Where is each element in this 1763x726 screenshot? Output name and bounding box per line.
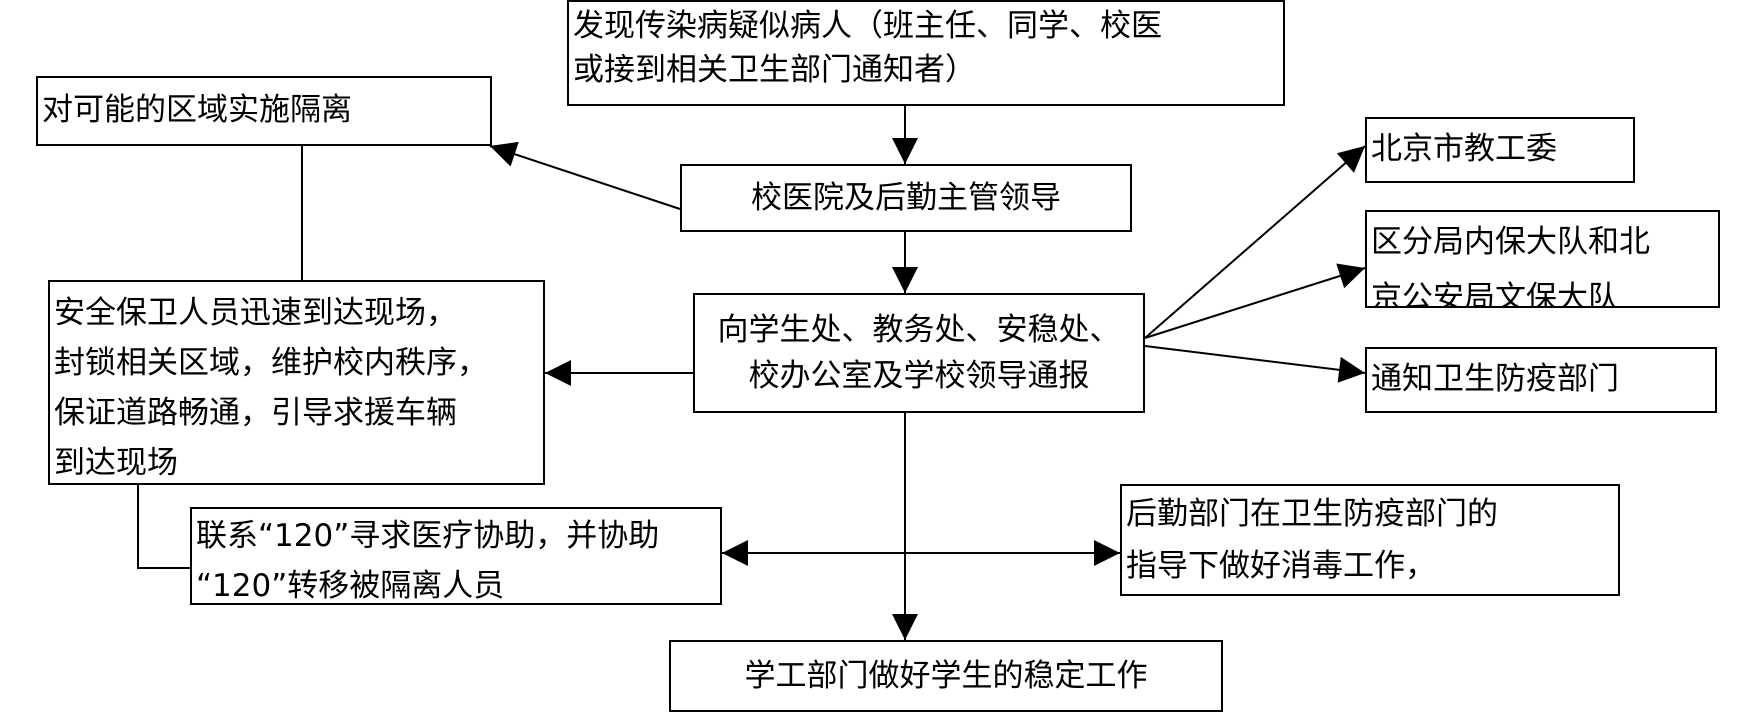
arrow-offices-to-health-dept	[1144, 345, 1366, 383]
beijing-edu-line-1: 北京市教工委	[1371, 131, 1557, 167]
isolate-area-line-1: 对可能的区域实施隔离	[42, 92, 352, 128]
box-contact-120: 联系“120”寻求医疗协助，并协助 “120”转移被隔离人员	[190, 507, 722, 605]
health-dept-line-1: 通知卫生防疫部门	[1371, 361, 1619, 397]
discover-line-1: 发现传染病疑似病人（班主任、同学、校医	[573, 8, 1162, 44]
police-line-1: 区分局内保大队和北	[1371, 224, 1650, 260]
box-student-work-stability: 学工部门做好学生的稳定工作	[669, 640, 1223, 712]
box-notify-health-dept: 通知卫生防疫部门	[1365, 347, 1717, 413]
arrow-offices-to-beijing-edu	[1144, 145, 1366, 339]
hospital-leader-line-1: 校医院及后勤主管领导	[751, 180, 1061, 216]
box-police-security-brigades: 区分局内保大队和北 京公安局文保大队	[1365, 210, 1720, 308]
contact-120-line-1: 联系“120”寻求医疗协助，并协助	[196, 518, 660, 554]
arrow-offices-to-police	[1144, 263, 1366, 339]
contact-120-line-2: “120”转移被隔离人员	[196, 568, 505, 604]
notify-offices-line-1: 向学生处、教务处、安稳处、	[717, 312, 1121, 348]
box-security-personnel: 安全保卫人员迅速到达现场， 封锁相关区域，维护校内秩序， 保证道路畅通，引导求援…	[48, 280, 545, 485]
security-line-1: 安全保卫人员迅速到达现场，	[54, 295, 457, 331]
logistics-line-1: 后勤部门在卫生防疫部门的	[1126, 496, 1498, 532]
line-security-to-120	[137, 483, 190, 569]
security-line-3: 保证道路畅通，引导求援车辆	[54, 395, 457, 431]
box-beijing-edu-committee: 北京市教工委	[1365, 117, 1635, 183]
notify-offices-line-2: 校办公室及学校领导通报	[748, 358, 1090, 394]
discover-line-2: 或接到相关卫生部门通知者）	[573, 52, 976, 88]
box-notify-offices: 向学生处、教务处、安稳处、 校办公室及学校领导通报	[693, 293, 1145, 413]
security-line-2: 封锁相关区域，维护校内秩序，	[54, 345, 488, 381]
box-hospital-leader: 校医院及后勤主管领导	[680, 164, 1132, 232]
police-line-2: 京公安局文保大队	[1371, 280, 1619, 308]
box-isolate-area: 对可能的区域实施隔离	[36, 76, 492, 146]
box-logistics-disinfection: 后勤部门在卫生防疫部门的 指导下做好消毒工作，	[1120, 484, 1620, 596]
box-discover-suspected-patient: 发现传染病疑似病人（班主任、同学、校医 或接到相关卫生部门通知者）	[567, 0, 1285, 106]
logistics-line-2: 指导下做好消毒工作，	[1126, 548, 1436, 584]
arrow-hospital-to-isolation	[489, 141, 681, 210]
security-line-4: 到达现场	[54, 445, 178, 481]
student-work-line-1: 学工部门做好学生的稳定工作	[744, 658, 1148, 694]
